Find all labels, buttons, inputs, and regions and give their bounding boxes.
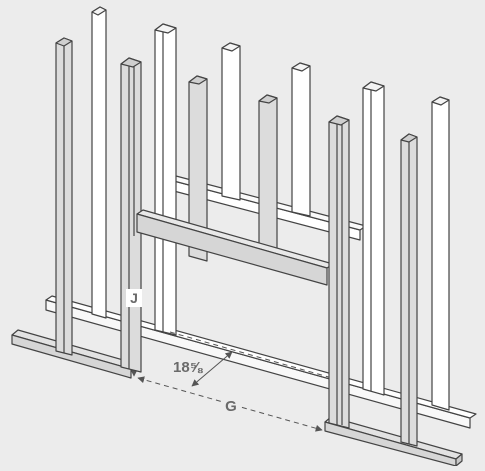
right-king-stud (328, 115, 350, 429)
back-studs (91, 6, 450, 411)
back-wall (45, 6, 477, 429)
labels: J 18⅝ G (126, 289, 240, 415)
front-wall (11, 37, 463, 467)
cripple-stud-right (258, 94, 278, 251)
spacing-dimension-label: 18⅝ (173, 359, 204, 376)
g-dimension-label: G (225, 398, 237, 415)
j-dimension-label: J (130, 290, 138, 306)
